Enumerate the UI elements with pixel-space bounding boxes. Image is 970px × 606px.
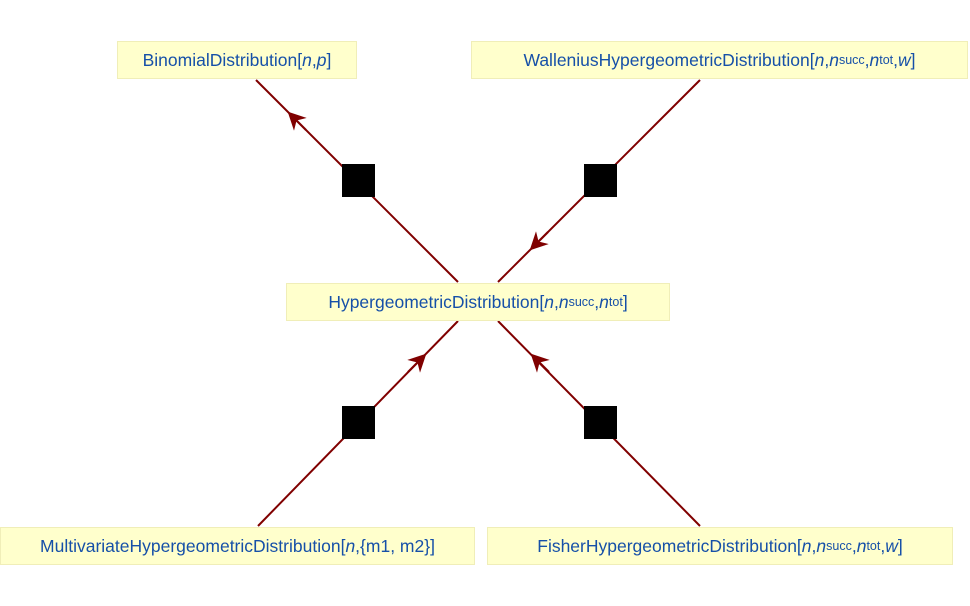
node-multivariate[interactable]: MultivariateHypergeometricDistribution[n… <box>0 527 475 565</box>
arrowhead-fisher <box>530 353 550 373</box>
junction-square <box>342 406 375 439</box>
junction-square <box>342 164 375 197</box>
arrowhead-multivariate <box>407 353 427 373</box>
junction-square <box>584 164 617 197</box>
arrowhead-binomial <box>287 111 307 131</box>
node-binomial[interactable]: BinomialDistribution[n, p] <box>117 41 357 79</box>
arrowhead-wallenius <box>529 231 549 251</box>
junction-square <box>584 406 617 439</box>
node-wallenius[interactable]: WalleniusHypergeometricDistribution[n, n… <box>471 41 968 79</box>
